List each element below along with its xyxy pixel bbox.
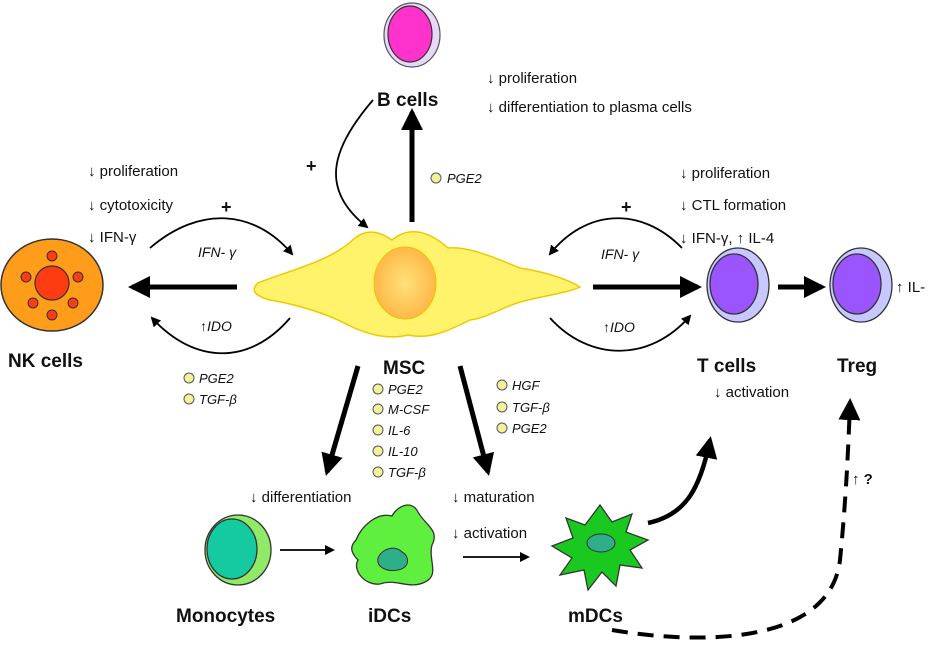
nk-plus-sign: +	[221, 197, 232, 217]
treg-effect: ↑ IL-	[896, 279, 925, 296]
dc-effect-1: ↓ maturation	[452, 489, 535, 506]
mono-factor-5: TGF-β	[388, 465, 426, 480]
dc-factor-dot-3	[496, 422, 508, 434]
t-plus-sign: +	[621, 197, 632, 217]
dc-factor-1: HGF	[512, 378, 541, 393]
treg-question: ↑ ?	[852, 471, 873, 488]
mono-factor-dot-2	[372, 403, 384, 415]
nk-cell	[0, 238, 104, 332]
t-cell	[706, 247, 770, 323]
t-ifn-label: IFN- γ	[601, 246, 640, 262]
nk-ido-label: ↑IDO	[200, 318, 232, 334]
nk-to-msc-arrow	[149, 217, 294, 256]
msc-to-nk-ido-arrow	[150, 316, 291, 355]
t-effect-1: ↓ proliferation	[680, 165, 770, 182]
nk-factor-dot-1	[183, 372, 195, 384]
mono-factor-dot-3	[372, 424, 384, 436]
mono-factor-3: IL-6	[388, 423, 411, 438]
nk-effect-1: ↓ proliferation	[88, 163, 178, 180]
dc-to-treg-dashed-arrow	[611, 398, 861, 640]
msc-to-mdc-arrow	[457, 365, 495, 476]
monocytes-label: Monocytes	[176, 606, 275, 627]
treg-cell	[829, 247, 893, 323]
nk-factor-dot-2	[183, 393, 195, 405]
monocyte-effect: ↓ differentiation	[250, 489, 351, 506]
dc-factor-3: PGE2	[512, 421, 547, 436]
dc-factor-dot-2	[496, 401, 508, 413]
mono-factor-dot-4	[372, 445, 384, 457]
dc-factor-dot-1	[496, 379, 508, 391]
msc-to-t-ido-arrow	[549, 314, 692, 352]
nk-effect-2: ↓ cytotoxicity	[88, 197, 174, 214]
mono-factor-2: M-CSF	[388, 402, 430, 417]
nk-factor-1: PGE2	[199, 371, 234, 386]
b-cell	[383, 2, 441, 68]
t-activation: ↓ activation	[714, 384, 789, 401]
msc-label: MSC	[383, 358, 426, 379]
bcells-to-msc-arrow	[335, 99, 374, 229]
dc-factor-2: TGF-β	[512, 400, 550, 415]
dc-effect-2: ↓ activation	[452, 525, 527, 542]
nk-factor-2: TGF-β	[199, 392, 237, 407]
idc-cell	[351, 504, 435, 586]
idcs-label: iDCs	[368, 606, 411, 627]
mono-factor-dot-5	[372, 466, 384, 478]
b-effect-2: ↓ differentiation to plasma cells	[487, 99, 692, 116]
mono-factor-1: PGE2	[388, 382, 423, 397]
msc-cell	[253, 231, 582, 338]
t-ido-label: ↑IDO	[603, 319, 635, 335]
mdc-cell	[550, 503, 650, 592]
mono-factor-dot-1	[372, 383, 384, 395]
b-factor-label: PGE2	[447, 171, 482, 186]
b-effect-1: ↓ proliferation	[487, 70, 577, 87]
t-effect-3: ↓ IFN-γ, ↑ IL-4	[680, 230, 774, 247]
msc-to-idc-arrow	[321, 365, 361, 476]
b-factor-dot	[430, 172, 442, 184]
monocyte-cell	[204, 514, 272, 586]
nk-ifn-label: IFN- γ	[198, 244, 237, 260]
b-cells-label: B cells	[377, 90, 438, 111]
mdcs-label: mDCs	[568, 606, 623, 627]
t-cells-label: T cells	[697, 356, 756, 377]
mdc-to-t-arrow	[647, 436, 718, 526]
treg-label: Treg	[837, 356, 877, 377]
t-to-msc-arrow	[548, 217, 683, 256]
nk-cells-label: NK cells	[8, 351, 83, 372]
t-effect-2: ↓ CTL formation	[680, 197, 786, 214]
nk-effect-3: ↓ IFN-γ	[88, 229, 137, 246]
mono-factor-4: IL-10	[388, 444, 418, 459]
b-plus-sign: +	[306, 156, 317, 176]
